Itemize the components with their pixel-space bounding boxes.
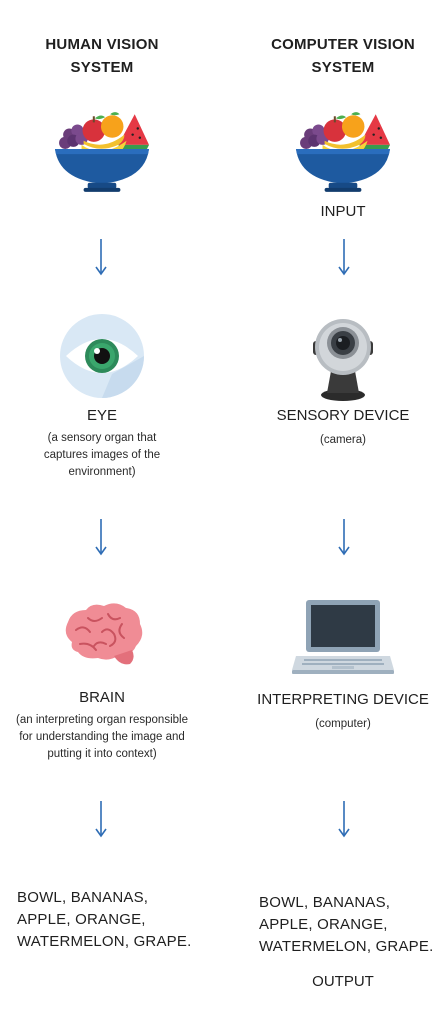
- arrow-down-icon: [94, 238, 108, 276]
- computer-result-line3: WATERMELON, GRAPE.: [259, 938, 434, 955]
- human-result-line3: WATERMELON, GRAPE.: [17, 933, 192, 950]
- sensory-device-label: SENSORY DEVICE: [276, 407, 410, 424]
- camera-description: (camera): [319, 434, 366, 446]
- human-result: BOWL, BANANAS, APPLE, ORANGE, WATERMELON…: [17, 887, 207, 953]
- computer-description: (computer): [315, 718, 371, 730]
- arrow-down-icon: [337, 518, 351, 556]
- computer-result: BOWL, BANANAS, APPLE, ORANGE, WATERMELON…: [259, 892, 443, 958]
- input-label: INPUT: [320, 203, 366, 220]
- brain-desc-line2: for understanding the image and: [19, 731, 185, 743]
- computer-result-line1: BOWL, BANANAS,: [259, 894, 391, 911]
- brain-description: (an interpreting organ responsible for u…: [0, 712, 204, 763]
- computer-title-line2: SYSTEM: [311, 59, 375, 76]
- arrow-down-icon: [337, 800, 351, 838]
- eye-desc-line3: environment): [68, 466, 136, 478]
- computer-title-line1: COMPUTER VISION: [271, 36, 415, 53]
- eye-icon: [60, 314, 144, 398]
- human-vision-title: HUMAN VISION SYSTEM: [0, 33, 204, 79]
- eye-description: (a sensory organ that captures images of…: [0, 430, 204, 481]
- computer-vision-title: COMPUTER VISION SYSTEM: [240, 33, 446, 79]
- output-label: OUTPUT: [312, 973, 374, 990]
- computer-result-line2: APPLE, ORANGE,: [259, 916, 388, 933]
- human-result-line1: BOWL, BANANAS,: [17, 889, 149, 906]
- human-title-line1: HUMAN VISION: [45, 36, 159, 53]
- eye-label: EYE: [86, 407, 117, 424]
- human-title-line2: SYSTEM: [70, 59, 134, 76]
- eye-desc-line1: (a sensory organ that: [47, 432, 157, 444]
- interpreting-device-label: INTERPRETING DEVICE: [257, 691, 429, 708]
- fruit-bowl-icon: [291, 104, 395, 196]
- webcam-icon: [305, 313, 381, 403]
- brain-desc-line1: (an interpreting organ responsible: [16, 714, 188, 726]
- arrow-down-icon: [94, 518, 108, 556]
- brain-label: BRAIN: [79, 689, 125, 706]
- arrow-down-icon: [94, 800, 108, 838]
- arrow-down-icon: [337, 238, 351, 276]
- human-result-line2: APPLE, ORANGE,: [17, 911, 146, 928]
- brain-desc-line3: putting it into context): [47, 748, 157, 760]
- laptop-icon: [290, 596, 396, 680]
- fruit-bowl-icon: [50, 104, 154, 196]
- brain-icon: [58, 600, 146, 674]
- eye-desc-line2: captures images of the: [43, 449, 161, 461]
